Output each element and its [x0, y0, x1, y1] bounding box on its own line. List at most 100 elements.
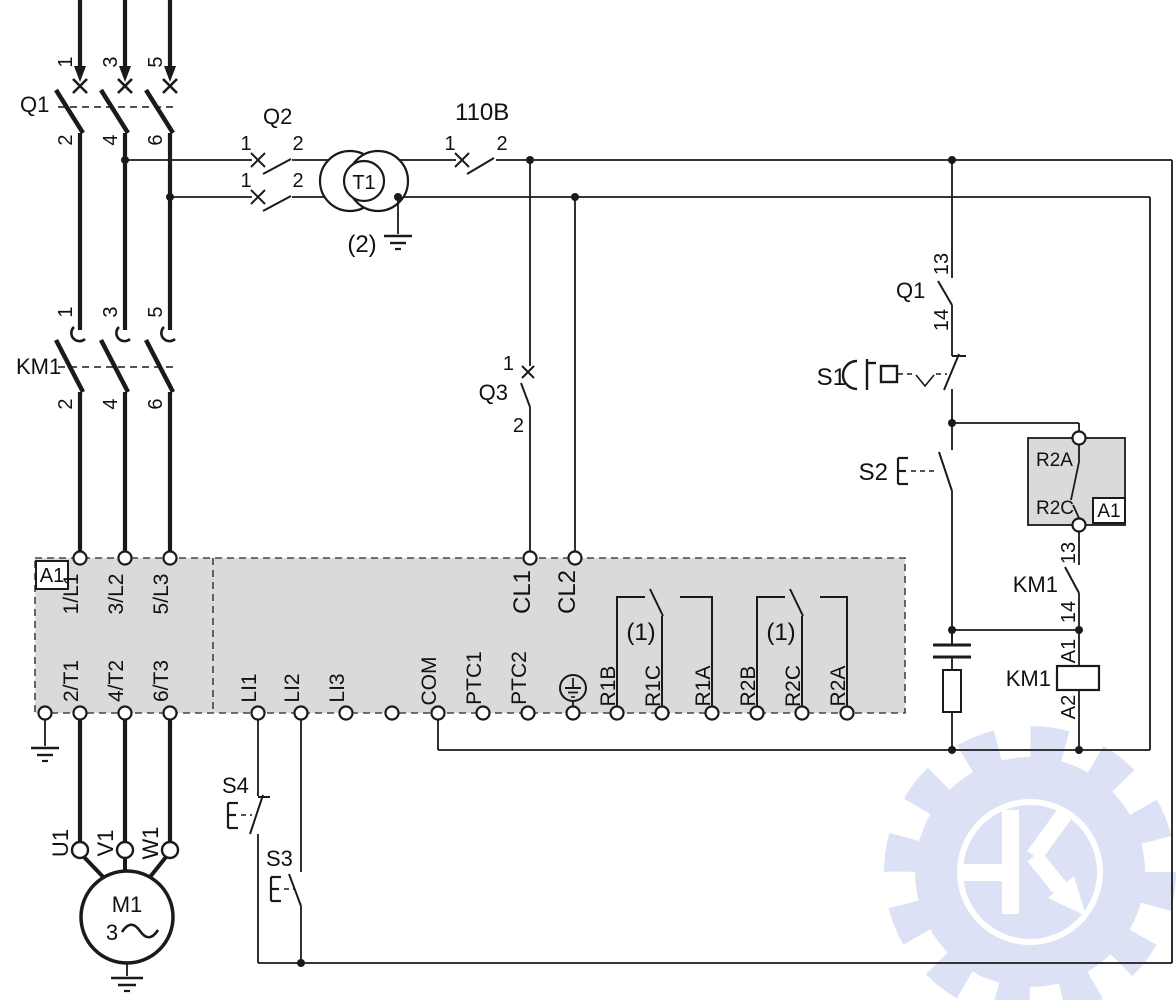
svg-text:5: 5: [145, 306, 167, 317]
svg-text:R2B: R2B: [737, 666, 760, 707]
r2a-terminal: [1071, 430, 1087, 446]
svg-text:2: 2: [496, 133, 507, 155]
svg-text:5: 5: [145, 56, 167, 67]
q1-breaker: [54, 0, 178, 330]
svg-text:13: 13: [1058, 542, 1080, 564]
r2-relay-box: R2A R2C A1: [1027, 430, 1126, 533]
q2-labels: Q2 1 2 1 2: [240, 104, 303, 192]
s1-emergency-stop: [841, 353, 966, 423]
t1-ground-note: (2): [347, 231, 376, 258]
mushroom-button-icon: [841, 359, 899, 391]
s3-label: S3: [266, 846, 293, 871]
svg-text:13: 13: [931, 253, 953, 275]
coil-box: [1055, 664, 1101, 692]
svg-text:5/L3: 5/L3: [150, 574, 173, 615]
resistor-icon: [942, 669, 962, 713]
push-button-icon: [269, 875, 281, 903]
r2c-label: R2C: [1036, 498, 1074, 519]
t1-label: T1: [352, 172, 375, 194]
supply-arrow-icon: [74, 66, 176, 82]
ground-icon: [111, 976, 143, 993]
km1-label: KM1: [16, 354, 61, 379]
svg-text:6: 6: [145, 398, 167, 409]
svg-text:14: 14: [1058, 601, 1080, 623]
q3-branch: [520, 160, 576, 551]
svg-text:1/L1: 1/L1: [60, 574, 83, 615]
q1-aux-contact: [937, 160, 953, 356]
s2-label: S2: [859, 459, 888, 486]
svg-text:2: 2: [292, 170, 303, 192]
r2a-label: R2A: [1036, 450, 1073, 471]
r1-internal-contact: [616, 588, 713, 707]
svg-text:1: 1: [55, 56, 77, 67]
watermark-gear-logo: [884, 726, 1176, 1000]
r2-note: (1): [766, 619, 795, 646]
s4-stop-button: [226, 720, 270, 963]
r2c-terminal: [1071, 517, 1087, 533]
q2-label: Q2: [263, 104, 292, 129]
s2-start-button: [896, 423, 953, 644]
svg-text:3/L2: 3/L2: [105, 574, 128, 615]
starter-terminals: 1/L1 3/L2 5/L3 CL1 CL2 2/T1 4/T2 6/T3 LI…: [37, 550, 855, 721]
earth-terminal-icon: [559, 674, 587, 707]
svg-text:A1: A1: [1058, 639, 1080, 663]
svg-text:2: 2: [513, 415, 524, 437]
svg-text:CL1: CL1: [509, 570, 536, 614]
motor-phase: 3: [106, 920, 118, 945]
q2-breaker: [250, 152, 292, 212]
svg-text:3: 3: [100, 56, 122, 67]
svg-text:1: 1: [55, 306, 77, 317]
q3-labels: 1 Q3 2: [479, 353, 524, 437]
svg-text:1: 1: [503, 353, 514, 375]
svg-text:V1: V1: [93, 830, 118, 857]
km1-coil: A1 KM1 A2: [1006, 639, 1101, 750]
motor-m1: M1 3: [79, 869, 175, 993]
svg-text:6/T3: 6/T3: [150, 660, 173, 702]
svg-text:3: 3: [100, 306, 122, 317]
voltage-label: 110B: [455, 99, 509, 126]
svg-text:1: 1: [240, 133, 251, 155]
svg-text:4: 4: [100, 134, 122, 145]
motor-terminal-labels: U1 V1 W1: [48, 827, 163, 860]
svg-text:2: 2: [55, 398, 77, 409]
starter-tag-box: [35, 560, 69, 590]
svg-text:CL2: CL2: [554, 570, 581, 614]
soft-starter-block: A1: [34, 557, 906, 714]
svg-text:A2: A2: [1058, 695, 1080, 719]
svg-text:PTC2: PTC2: [508, 651, 531, 705]
s3-start-button: [269, 720, 302, 963]
relay-tag-box: [1092, 497, 1126, 524]
svg-text:R1A: R1A: [692, 666, 715, 707]
svg-text:2/T1: 2/T1: [60, 660, 83, 702]
relay-box-feed: [952, 422, 1080, 432]
starter-tag: A1: [40, 565, 64, 587]
capacitor-icon: [933, 643, 971, 659]
r1-note: (1): [626, 619, 655, 646]
svg-text:LI2: LI2: [281, 673, 304, 702]
svg-text:2: 2: [292, 133, 303, 155]
svg-text:R2C: R2C: [782, 665, 805, 707]
svg-text:14: 14: [931, 309, 953, 331]
km1-contactor: [54, 326, 176, 551]
svg-text:LI3: LI3: [326, 673, 349, 702]
svg-text:4/T2: 4/T2: [105, 660, 128, 702]
svg-text:4: 4: [100, 398, 122, 409]
svg-text:1: 1: [240, 170, 251, 192]
svg-text:R2A: R2A: [827, 666, 850, 707]
q1-label: Q1: [20, 92, 49, 117]
km1-aux-labels: 13 KM1 14: [1013, 542, 1080, 623]
q1-labels: Q1 1 3 5 2 4 6: [20, 56, 167, 145]
km1-coil-label: KM1: [1006, 666, 1051, 691]
km1-labels: KM1 1 3 5 2 4 6: [16, 306, 167, 409]
relay-tag: A1: [1097, 501, 1120, 522]
r2-internal-contact: [756, 588, 848, 707]
ac-wave-icon: [120, 923, 160, 939]
motor-terminals: [70, 840, 180, 860]
motor-label: M1: [112, 892, 143, 917]
svg-text:U1: U1: [48, 829, 73, 857]
svg-text:2: 2: [55, 134, 77, 145]
k-arrow-icon: [958, 807, 1086, 916]
switch-110v-labels: 110B 1 2: [444, 99, 509, 155]
junction-dots: [121, 156, 1083, 967]
